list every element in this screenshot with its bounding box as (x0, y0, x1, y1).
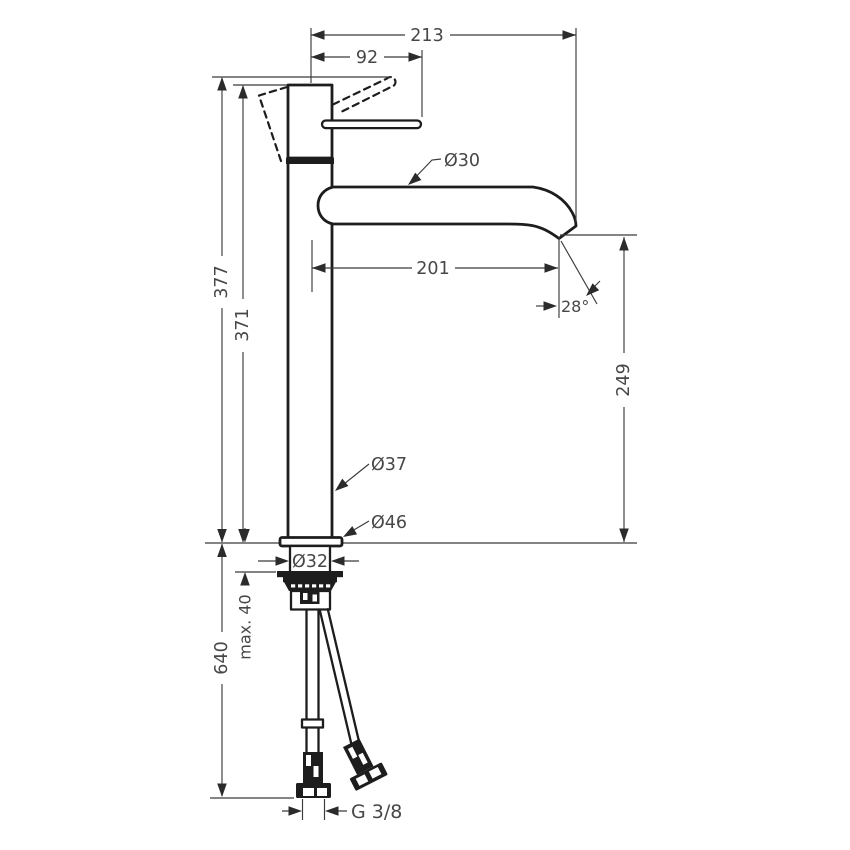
faucet-column (286, 83, 334, 540)
dim-label-28deg: 28° (561, 297, 589, 316)
dim-label-92: 92 (356, 48, 378, 68)
handle-dashed-left-position (257, 85, 289, 163)
dim-body-diameter: Ø37 (331, 455, 407, 495)
cartridge-ring (286, 157, 334, 164)
dim-label-213: 213 (410, 26, 443, 46)
dim-outlet-height: 249 (560, 234, 637, 542)
dim-total-height: 377 (212, 76, 392, 543)
dim-spout-reach: 201 (311, 240, 558, 292)
dim-label-g38: G 3/8 (351, 801, 402, 823)
dim-label-d32: Ø32 (292, 552, 328, 572)
dim-shank-diameter: Ø32 (258, 552, 359, 572)
dim-body-height: 371 (233, 84, 287, 543)
dim-label-640: 640 (212, 641, 232, 674)
dim-label-249: 249 (614, 363, 634, 396)
pipe-collar (300, 718, 325, 729)
supply-pipe-vertical (296, 608, 331, 798)
dim-label-max40: max. 40 (236, 594, 255, 659)
dim-width-overall: 213 (310, 26, 577, 223)
handle-lever (320, 119, 423, 130)
dim-label-d37: Ø37 (371, 455, 407, 475)
dim-max-deck-thickness: max. 40 (235, 528, 276, 660)
dim-label-d46: Ø46 (371, 513, 407, 533)
mounting-hardware (277, 571, 343, 611)
dim-label-d30: Ø30 (444, 151, 480, 171)
base-flange (278, 536, 344, 548)
dim-label-377: 377 (212, 265, 232, 298)
dim-label-371: 371 (233, 308, 253, 341)
dim-spout-diameter: Ø30 (404, 151, 480, 189)
dim-connection-thread: G 3/8 (282, 799, 402, 823)
dim-spout-angle: 28° (536, 237, 601, 318)
dim-base-diameter: Ø46 (340, 513, 407, 542)
dim-handle-length: 92 (311, 48, 423, 117)
faucet-spout (316, 185, 578, 240)
supply-hose-angled (318, 608, 388, 791)
faucet-object (257, 75, 578, 798)
dim-hose-length: 640 (210, 543, 294, 799)
dim-label-201: 201 (416, 259, 449, 279)
handle-dashed-up-position (331, 75, 397, 115)
